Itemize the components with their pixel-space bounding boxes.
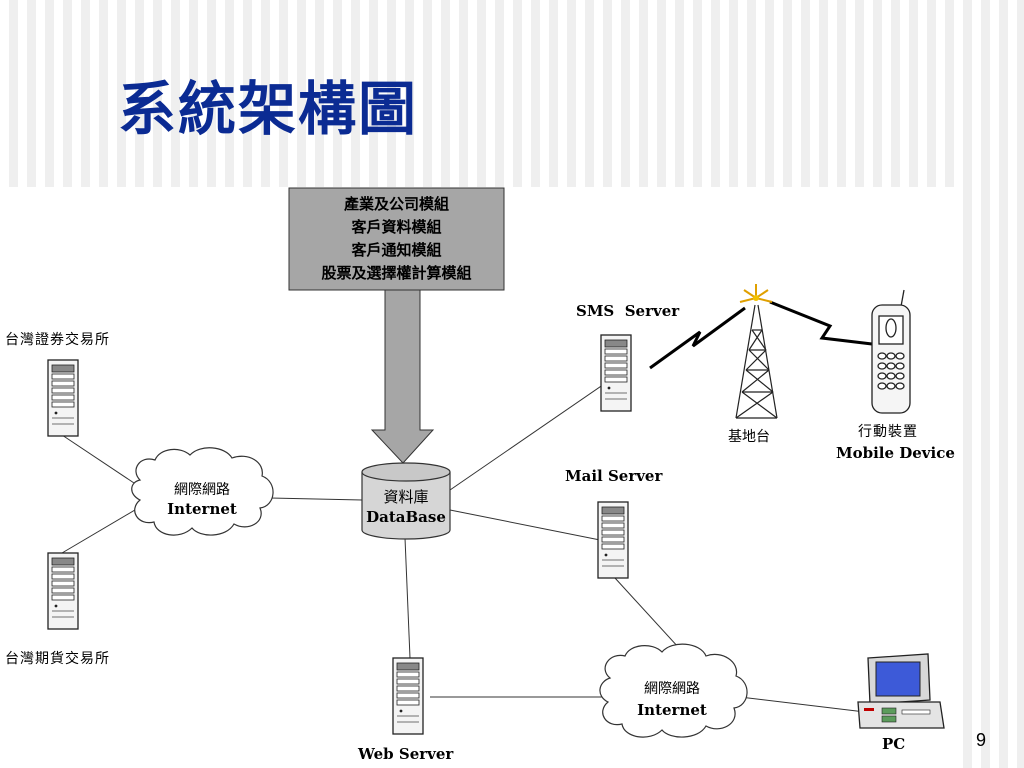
web-server-icon [392, 657, 424, 735]
module-item-calc: 股票及選擇權計算模組 [321, 264, 472, 282]
module-item-customer-notify: 客戶通知模組 [351, 241, 442, 259]
internet-left-label-zh: 網際網路 [174, 482, 230, 498]
mobile-phone-icon [871, 289, 911, 414]
wireless-link-left-icon [649, 306, 746, 370]
module-list: 產業及公司模組 客戶資料模組 客戶通知模組 股票及選擇權計算模組 [289, 193, 504, 285]
internet-cloud-left-icon [131, 447, 274, 536]
internet-bottom-label-en: Internet [637, 701, 707, 719]
taifex-label: 台灣期貨交易所 [5, 651, 110, 667]
internet-cloud-bottom-icon [599, 643, 748, 738]
module-item-industry: 產業及公司模組 [343, 195, 449, 213]
tse-label: 台灣證券交易所 [5, 332, 110, 348]
internet-left-label-en: Internet [167, 500, 237, 518]
page-number: 9 [976, 730, 987, 750]
down-arrow-icon [370, 289, 435, 464]
mail-server-icon [597, 501, 629, 579]
database-label-zh: 資料庫 [383, 488, 429, 506]
mail-server-label: Mail Server [565, 467, 663, 485]
tse-server-icon [47, 359, 79, 437]
database-label-en: DataBase [366, 508, 446, 526]
internet-bottom-label-zh: 網際網路 [644, 681, 700, 697]
web-server-label: Web Server [358, 745, 454, 763]
module-item-customer-data: 客戶資料模組 [351, 218, 442, 236]
base-station-tower-icon [735, 304, 778, 419]
mobile-label-zh: 行動裝置 [858, 424, 918, 440]
pc-icon [857, 653, 945, 729]
slide-title: 系統架構圖 [118, 75, 419, 143]
base-station-label: 基地台 [728, 429, 770, 445]
pc-label: PC [882, 735, 906, 753]
mobile-label-en: Mobile Device [836, 444, 955, 462]
taifex-server-icon [47, 552, 79, 630]
module-box [288, 187, 505, 291]
sms-server-label: SMS Server [576, 302, 680, 320]
sms-server-icon [600, 334, 632, 412]
wireless-link-right-icon [769, 300, 873, 346]
database-icon [361, 462, 451, 540]
